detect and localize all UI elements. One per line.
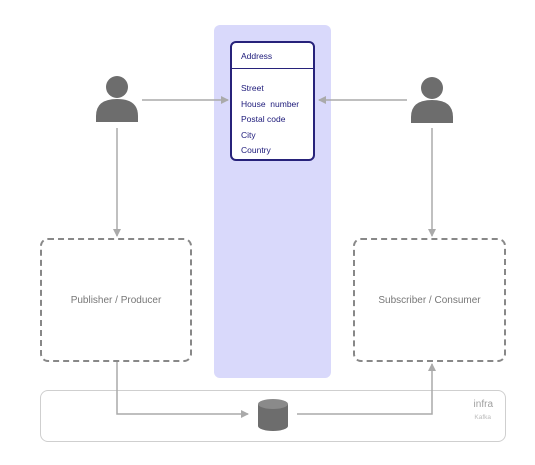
infra-title: infra bbox=[473, 399, 493, 410]
producer-to-broker-arrow bbox=[116, 362, 249, 418]
consumer-user-icon bbox=[411, 77, 453, 123]
address-entity[interactable]: Address Street House number Postal code … bbox=[230, 41, 315, 161]
producer-box[interactable]: Publisher / Producer bbox=[40, 238, 192, 362]
infra-box[interactable]: infra Kafka bbox=[40, 390, 506, 442]
consumer-label: Subscriber / Consumer bbox=[378, 294, 481, 306]
address-field-house-number: House number bbox=[241, 98, 300, 109]
address-entity-divider bbox=[232, 68, 313, 69]
infra-subtitle: Kafka bbox=[474, 414, 491, 421]
address-field-city: City bbox=[241, 129, 256, 140]
producer-label: Publisher / Producer bbox=[70, 294, 162, 306]
database-icon bbox=[258, 399, 288, 431]
address-entity-title: Address bbox=[241, 51, 273, 61]
broker-to-consumer-arrow bbox=[297, 363, 436, 415]
address-field-list: Street House number Postal code City Cou… bbox=[241, 81, 299, 159]
address-field-street: Street bbox=[241, 83, 264, 93]
address-field-country: Country bbox=[241, 145, 271, 155]
producer-user-icon bbox=[96, 76, 138, 122]
consumer-box[interactable]: Subscriber / Consumer bbox=[353, 238, 506, 362]
address-field-postal-code: Postal code bbox=[241, 114, 286, 124]
